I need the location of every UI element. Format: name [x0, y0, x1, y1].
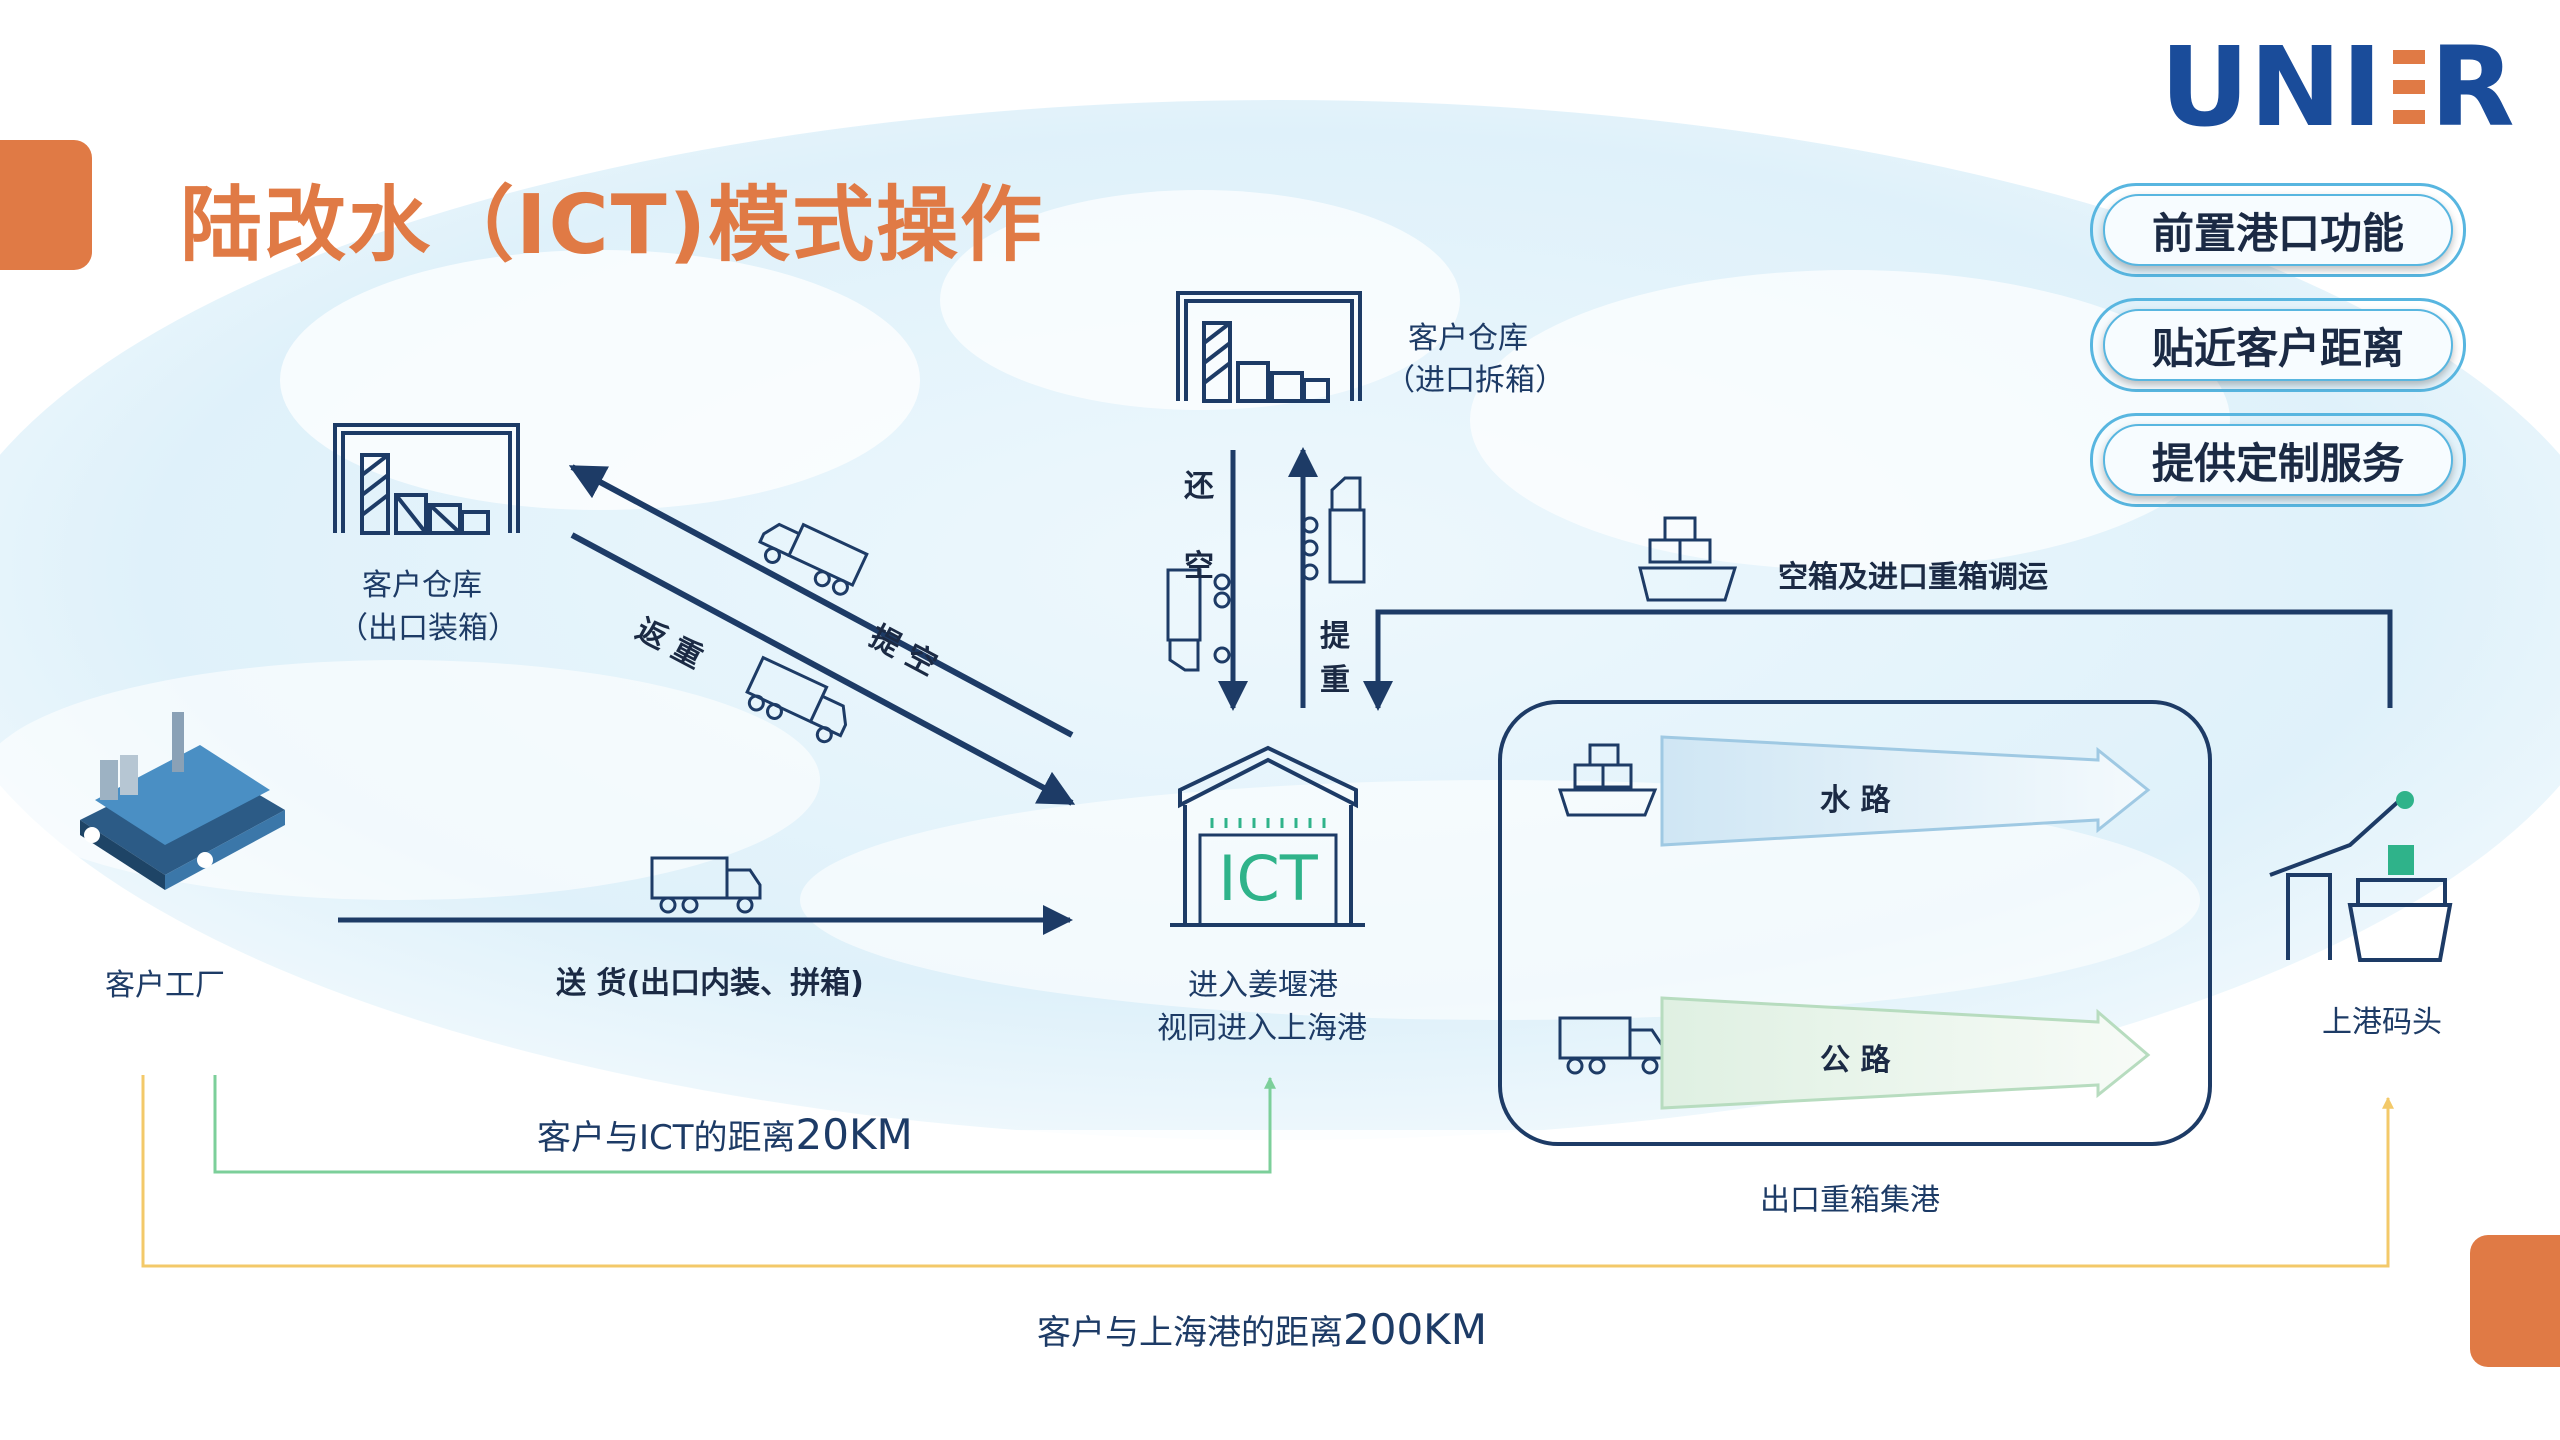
svg-text:R: R: [2430, 23, 2515, 151]
export-hub-label: 出口重箱集港: [1760, 1183, 1940, 1218]
distance-label-shanghai: 客户与上海港的距离200KM: [1037, 1305, 1487, 1354]
distance-ict-value: 20KM: [795, 1110, 913, 1159]
route-label-highway: 公 路: [1820, 1043, 1891, 1078]
arrow-empty-import-reposition: [1363, 609, 2393, 711]
crane-icon: [2269, 791, 2453, 962]
export-hub-box: [1498, 700, 2212, 1146]
ict-caption-line1: 进入姜堰港: [1188, 968, 1338, 1003]
warehouse-export-name: 客户仓库: [362, 568, 482, 603]
truck-icon-delivery: [650, 856, 762, 914]
flow-label-reposition: 空箱及进口重箱调运: [1778, 560, 2048, 595]
feature-pill-2: 贴近客户距离: [2090, 298, 2466, 392]
distance-shanghai-value: 200KM: [1343, 1305, 1487, 1354]
warehouse-export-sub: （出口装箱）: [338, 611, 518, 646]
factory-label: 客户工厂: [105, 968, 225, 1003]
route-label-waterway: 水 路: [1820, 783, 1891, 818]
company-logo: UNI R: [2160, 23, 2515, 151]
warehouse-export-icon: [333, 423, 520, 535]
flow-label-return-empty-1: 还: [1184, 469, 1214, 504]
feature-pill-3: 提供定制服务: [2090, 413, 2466, 507]
truck-icon-pickup-empty: [758, 522, 869, 596]
ict-caption-line2: 视同进入上海港: [1157, 1011, 1367, 1046]
svg-text:UNI: UNI: [2160, 23, 2382, 151]
flow-label-delivery: 送 货(出口内装、拼箱): [556, 966, 864, 1001]
warehouse-import-icon: [1176, 291, 1362, 403]
ship-icon-water: [1557, 743, 1658, 817]
truck-icon-return-empty: [1166, 568, 1231, 672]
title-accent-bar: [0, 140, 92, 270]
feature-pill-label: 提供定制服务: [2103, 424, 2453, 496]
flow-label-pickup-heavy-1: 提: [1320, 619, 1350, 654]
waterway-route-arrow: [1660, 735, 2151, 847]
truck-icon-return-heavy: [745, 655, 848, 744]
warehouse-import-name: 客户仓库: [1408, 321, 1528, 356]
arrow-return-heavy: [570, 532, 1076, 806]
highway-route-arrow: [1660, 996, 2151, 1110]
flow-label-return-empty-2: 空: [1184, 549, 1214, 584]
ict-gate-icon: [1170, 745, 1365, 927]
feature-pill-label: 贴近客户距离: [2103, 309, 2453, 381]
page-title: 陆改水（ICT)模式操作: [180, 178, 1045, 273]
feature-pill-label: 前置港口功能: [2103, 194, 2453, 266]
distance-label-ict: 客户与ICT的距离20KM: [537, 1110, 913, 1159]
truck-icon-pickup-heavy: [1301, 476, 1366, 584]
arrow-pickup-empty: [568, 464, 1074, 738]
flow-label-pickup-heavy-2: 重: [1320, 663, 1350, 698]
distance-bracket-ict: [213, 1075, 1276, 1174]
factory-icon: [80, 712, 285, 890]
ict-label: ICT: [1218, 842, 1319, 915]
feature-pill-1: 前置港口功能: [2090, 183, 2466, 277]
distance-shanghai-prefix: 客户与上海港的距离: [1037, 1313, 1343, 1353]
warehouse-import-sub: （进口拆箱）: [1385, 363, 1565, 398]
port-label: 上港码头: [2322, 1005, 2442, 1040]
distance-bracket-shanghai: [141, 1075, 2394, 1268]
distance-ict-prefix: 客户与ICT的距离: [537, 1118, 796, 1158]
ship-icon-top: [1638, 516, 1738, 602]
corner-accent-bar: [2470, 1235, 2560, 1367]
